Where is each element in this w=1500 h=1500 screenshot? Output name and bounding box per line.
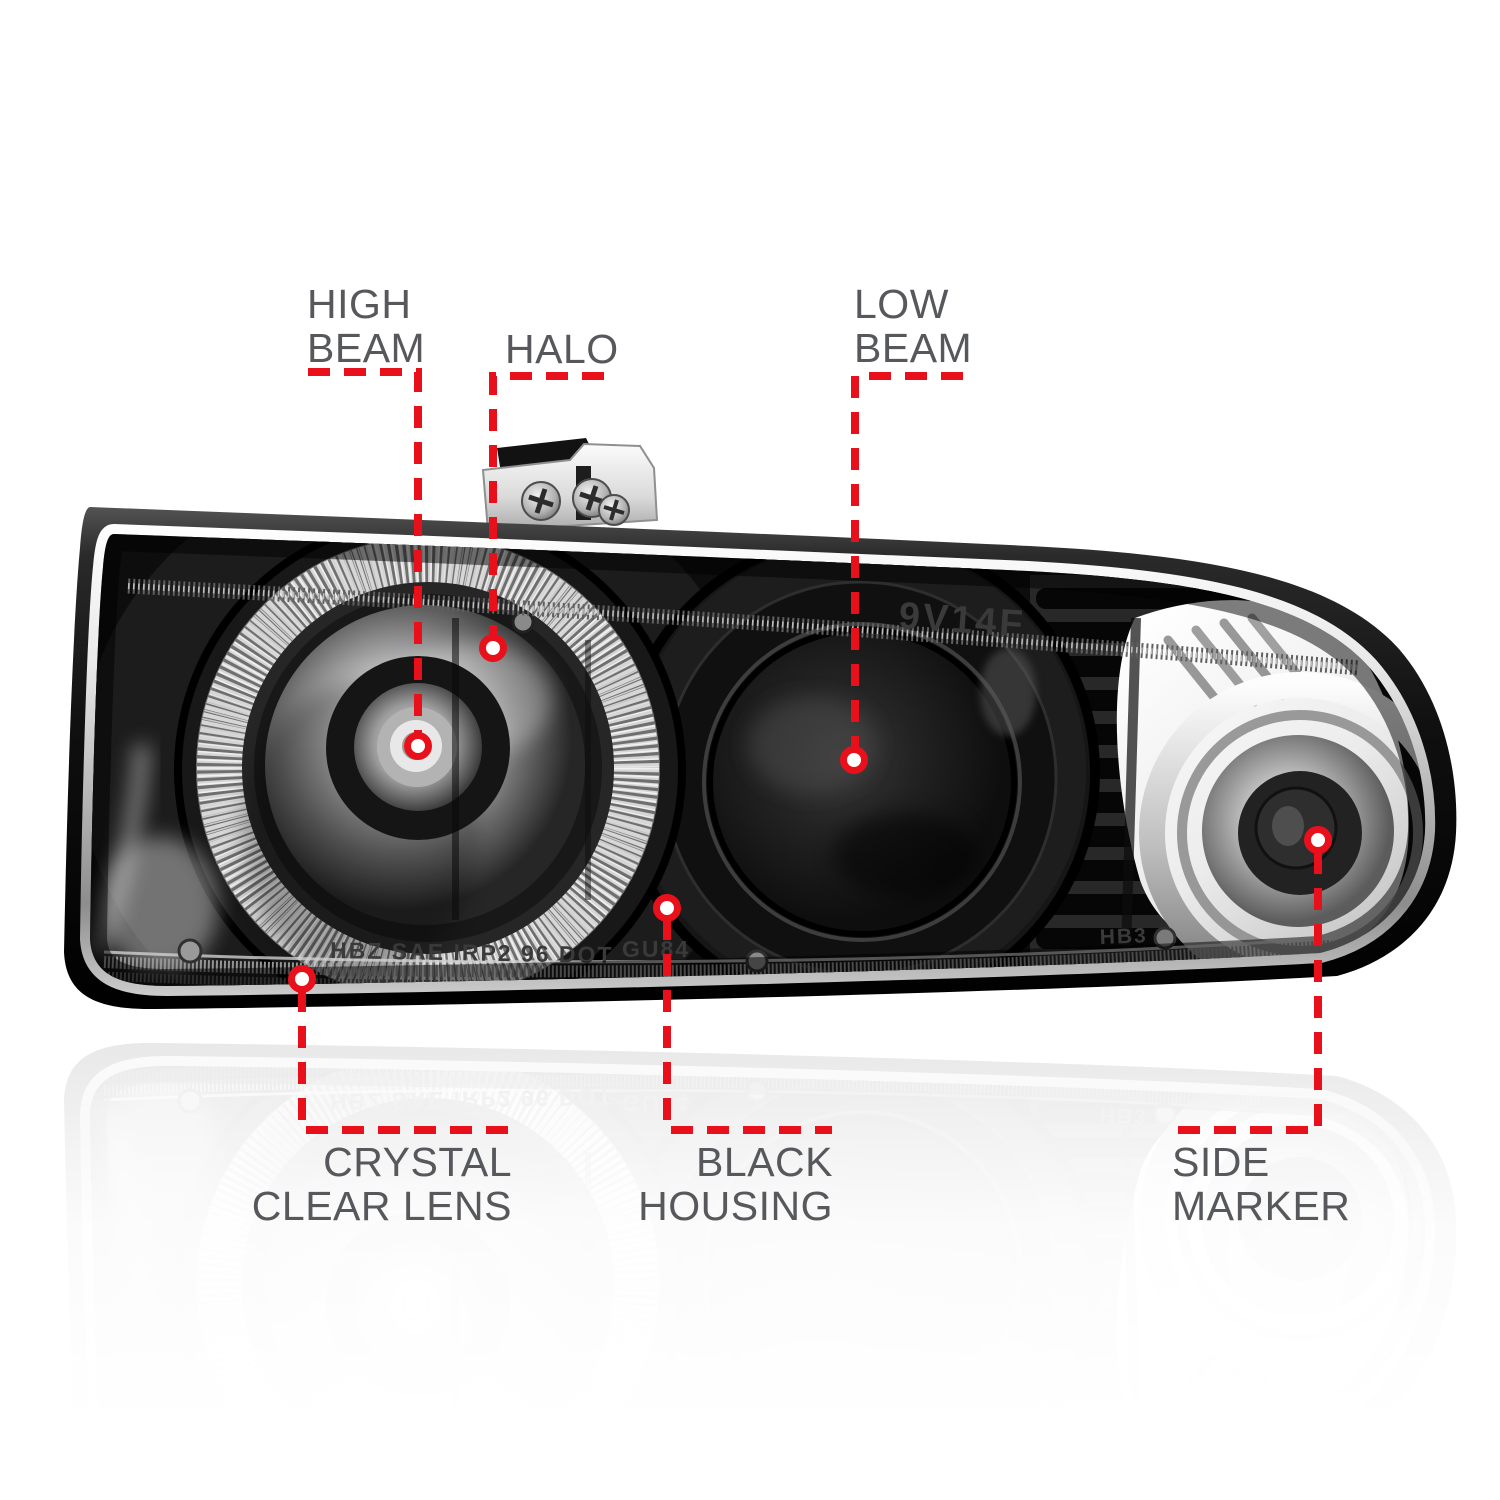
side-marker-point	[1304, 826, 1332, 854]
lens-marking-bottom-center: GU84	[622, 936, 690, 962]
low-beam-leader-line	[851, 372, 963, 748]
crystal-clear-lens-leader-line	[298, 990, 512, 1134]
callout-lines	[288, 368, 1332, 1134]
high-beam-leader-line	[308, 368, 422, 736]
bracket-screw-icon	[521, 478, 630, 526]
reflection-fade	[0, 1015, 1500, 1500]
high-beam-lamp	[174, 534, 686, 986]
mounting-bracket	[481, 438, 659, 533]
low-beam-point	[840, 746, 868, 774]
halo-leader-line	[489, 372, 604, 636]
side-marker-lamp	[1116, 600, 1426, 986]
side-marker-leader-line	[1174, 852, 1322, 1134]
black-housing-point	[653, 894, 681, 922]
crystal-clear-lens-point	[288, 965, 316, 993]
high-beam-point	[404, 732, 432, 760]
lens-marking-top: 9V14F	[897, 595, 1027, 646]
halo-point	[479, 634, 507, 662]
